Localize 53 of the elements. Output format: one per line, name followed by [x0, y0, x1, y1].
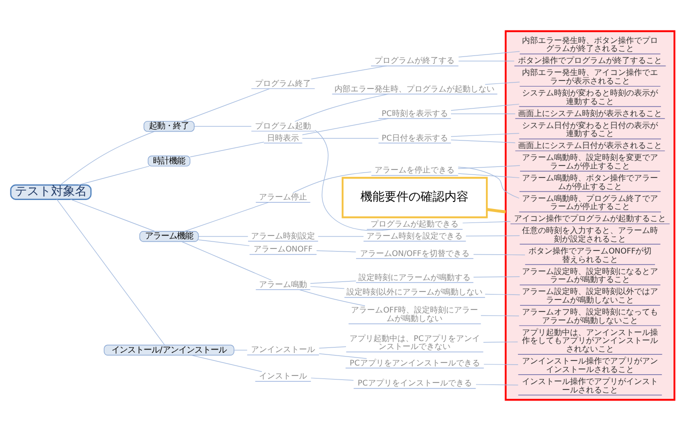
connector	[473, 276, 520, 278]
connector	[318, 236, 364, 237]
node-box: アラーム機能	[139, 231, 199, 242]
connector	[484, 364, 518, 366]
connector	[473, 254, 526, 256]
connector	[310, 66, 387, 80]
connector	[198, 240, 250, 246]
connector	[458, 60, 514, 62]
connector	[466, 235, 520, 236]
connector	[198, 236, 248, 237]
connector	[182, 88, 270, 122]
connector	[450, 113, 516, 114]
node-box: 時計機能	[148, 156, 190, 166]
connector	[476, 384, 518, 386]
connector	[310, 378, 354, 381]
connector	[78, 166, 150, 186]
connector	[184, 202, 269, 232]
node-box: インストール/アンインストール	[104, 344, 234, 356]
connector	[302, 138, 379, 139]
connector	[302, 118, 389, 136]
connector	[458, 165, 520, 169]
connector	[294, 94, 389, 122]
connector	[60, 131, 155, 186]
connector	[458, 51, 520, 58]
connector	[191, 355, 262, 372]
connector	[458, 173, 520, 178]
connector	[190, 142, 264, 158]
connector	[292, 172, 372, 194]
connector	[194, 126, 252, 127]
connector	[450, 104, 520, 111]
connector	[480, 315, 520, 316]
connector	[483, 342, 518, 343]
connector	[486, 208, 506, 214]
connector	[458, 166, 520, 199]
connector	[70, 199, 156, 232]
node-box: 機能要件の確認内容	[342, 176, 488, 218]
connector	[484, 294, 520, 296]
connector	[181, 241, 272, 280]
connector	[314, 130, 392, 231]
node-box: 起動・終了	[144, 120, 194, 132]
connector	[318, 353, 367, 359]
connector	[316, 250, 356, 252]
connector	[450, 140, 516, 144]
connector	[318, 346, 346, 348]
connector	[299, 289, 366, 306]
connector	[310, 280, 356, 284]
connector	[484, 82, 520, 85]
connector	[56, 199, 165, 346]
node-box: テスト対象名	[10, 184, 92, 200]
connector	[462, 221, 511, 224]
cluster	[504, 30, 676, 401]
connector	[450, 133, 520, 137]
connector	[310, 286, 345, 289]
